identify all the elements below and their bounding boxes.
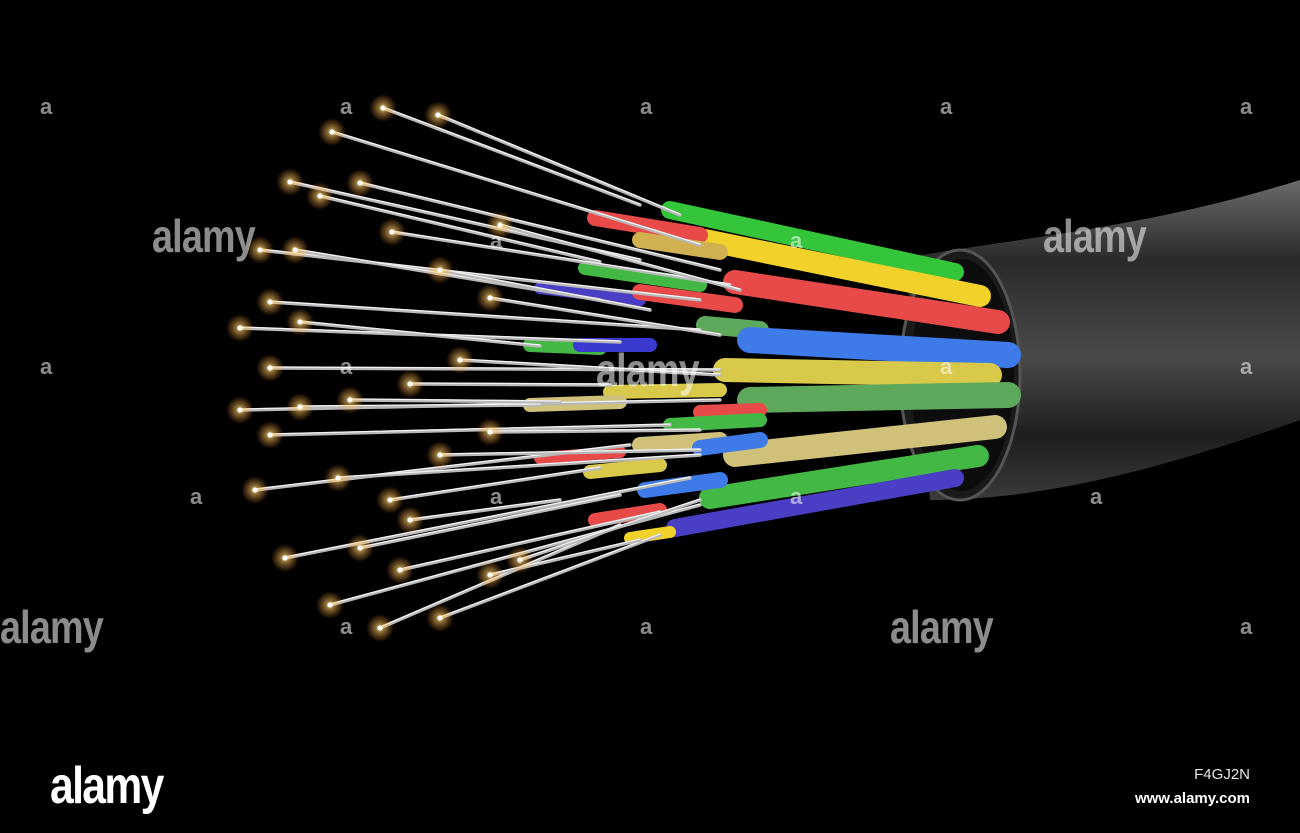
fiber-tip xyxy=(267,432,273,438)
glass-fiber xyxy=(436,113,682,217)
glass-fiber-highlight xyxy=(337,453,701,478)
glass-fiber xyxy=(358,181,722,272)
glass-fiber-highlight xyxy=(489,428,701,432)
fiber-tip xyxy=(487,429,493,435)
glass-fiber xyxy=(268,423,672,437)
fiber-tip xyxy=(517,557,523,563)
glass-fiber xyxy=(358,493,622,550)
fiber-tip xyxy=(380,105,386,111)
fiber-tip xyxy=(267,365,273,371)
glass-fiber xyxy=(408,382,612,387)
fiber-tip xyxy=(357,180,363,186)
fiber-tip xyxy=(335,475,341,481)
fiber-tip xyxy=(317,193,323,199)
glass-fiber-highlight xyxy=(439,448,701,455)
glass-fiber xyxy=(498,223,742,292)
glass-fiber xyxy=(258,248,702,302)
glass-fiber-highlight xyxy=(359,493,621,548)
fiber-tip xyxy=(457,357,463,363)
glass-fiber xyxy=(458,358,722,377)
fiber-tip xyxy=(327,602,333,608)
fiber-tip xyxy=(257,247,263,253)
glass-fiber-highlight xyxy=(299,320,541,346)
glass-fiber xyxy=(381,106,642,207)
glass-fiber-highlight xyxy=(389,466,601,500)
glass-fiber xyxy=(488,296,722,337)
fiber-tip xyxy=(487,572,493,578)
glass-fiber xyxy=(408,498,562,522)
fiber-tip xyxy=(435,112,441,118)
glass-fiber-highlight xyxy=(269,423,671,435)
glass-fiber xyxy=(518,498,702,562)
fiber-tip xyxy=(267,299,273,305)
glass-fiber xyxy=(438,533,662,620)
glass-fibers xyxy=(238,106,742,630)
fiber-tip xyxy=(237,325,243,331)
fiber-tip xyxy=(437,452,443,458)
fiber-tip xyxy=(487,295,493,301)
glass-fiber-highlight xyxy=(349,398,561,402)
glass-fiber-highlight xyxy=(382,106,641,205)
glass-fiber xyxy=(438,448,702,457)
glass-fiber-highlight xyxy=(437,113,681,215)
fiber-tip xyxy=(347,397,353,403)
fiber-tip xyxy=(387,497,393,503)
glass-fiber xyxy=(268,300,702,332)
fiber-tip xyxy=(297,319,303,325)
glass-fiber xyxy=(390,230,732,287)
fiber-tip xyxy=(282,555,288,561)
colored-buffer-tubes xyxy=(523,201,1021,544)
glass-fiber-highlight xyxy=(499,223,741,290)
fiber-tip xyxy=(292,247,298,253)
fiber-tip xyxy=(252,487,258,493)
fiber-tip xyxy=(389,229,395,235)
website-url: www.alamy.com xyxy=(1134,790,1250,807)
fiber-tip xyxy=(237,407,243,413)
glass-fiber-highlight xyxy=(269,366,721,370)
glass-fiber-highlight xyxy=(359,181,721,270)
fiber-tip xyxy=(377,625,383,631)
fiber-tip xyxy=(497,222,503,228)
glass-fiber xyxy=(488,428,702,434)
fiber-tip xyxy=(407,381,413,387)
fiber-tip xyxy=(397,567,403,573)
glass-fiber-highlight xyxy=(319,194,601,262)
glass-fiber xyxy=(318,194,602,264)
fiber-tip xyxy=(297,404,303,410)
glass-fiber-highlight xyxy=(459,358,721,375)
glass-fiber xyxy=(438,268,652,312)
glass-fiber-highlight xyxy=(331,130,701,245)
alamy-logo: alamy xyxy=(50,757,164,815)
image-id: F4GJ2N xyxy=(1194,766,1250,783)
glass-fiber xyxy=(388,466,602,502)
glowing-fiber-tips xyxy=(226,94,534,642)
glass-fiber xyxy=(348,398,562,404)
glass-fiber xyxy=(298,320,542,348)
fiber-tip xyxy=(407,517,413,523)
glass-fiber-highlight xyxy=(269,300,701,330)
glass-fiber-highlight xyxy=(399,510,661,570)
glass-fiber-highlight xyxy=(519,498,701,560)
glass-fiber-highlight xyxy=(489,296,721,335)
fiber-tip xyxy=(437,615,443,621)
fiber-tip xyxy=(329,129,335,135)
fiber-tip xyxy=(437,267,443,273)
glass-fiber xyxy=(336,453,702,480)
glass-fiber-highlight xyxy=(439,533,661,618)
glass-fiber-highlight xyxy=(409,498,561,520)
fiber-tip xyxy=(287,179,293,185)
glass-fiber-highlight xyxy=(409,382,611,385)
glass-fiber xyxy=(330,130,702,247)
fiber-tip xyxy=(357,545,363,551)
glass-fiber xyxy=(398,510,662,572)
glass-fiber-highlight xyxy=(391,230,731,285)
glass-fiber-highlight xyxy=(439,268,651,310)
